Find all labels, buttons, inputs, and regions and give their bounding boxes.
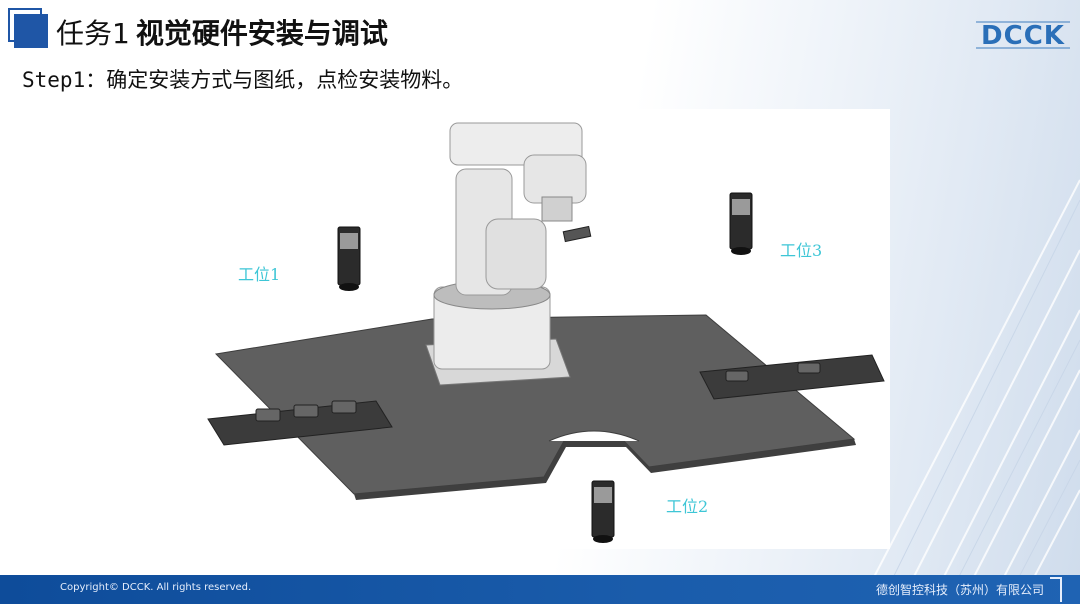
logo-text: DCCK xyxy=(981,21,1065,51)
dcck-logo: DCCK xyxy=(976,21,1070,51)
page-title-prefix: 任务1 xyxy=(56,17,130,50)
right-tray xyxy=(699,354,885,400)
workstation-drawing xyxy=(207,122,885,543)
camera-station-1 xyxy=(337,226,361,291)
robot-gripper xyxy=(562,225,592,243)
station-label-3: 工位3 xyxy=(780,241,823,260)
workstation-figure: 工位1 工位2 工位3 xyxy=(194,109,890,549)
camera-station-3 xyxy=(729,192,753,255)
station-label-2: 工位2 xyxy=(666,497,709,516)
footer-bar: Copyright© DCCK. All rights reserved. 德创… xyxy=(0,575,1080,604)
footer-company: 德创智控科技（苏州）有限公司 xyxy=(875,583,1044,597)
station-label-1: 工位1 xyxy=(238,265,281,284)
footer-bracket-decoration xyxy=(1050,577,1062,602)
page-title-main: 视觉硬件安装与调试 xyxy=(135,17,388,50)
footer-copyright: Copyright© DCCK. All rights reserved. xyxy=(60,582,252,593)
title-bullet-square xyxy=(14,14,48,48)
step-instruction: Step1：确定安装方式与图纸，点检安装物料。 xyxy=(22,68,464,92)
camera-station-2 xyxy=(591,480,615,543)
